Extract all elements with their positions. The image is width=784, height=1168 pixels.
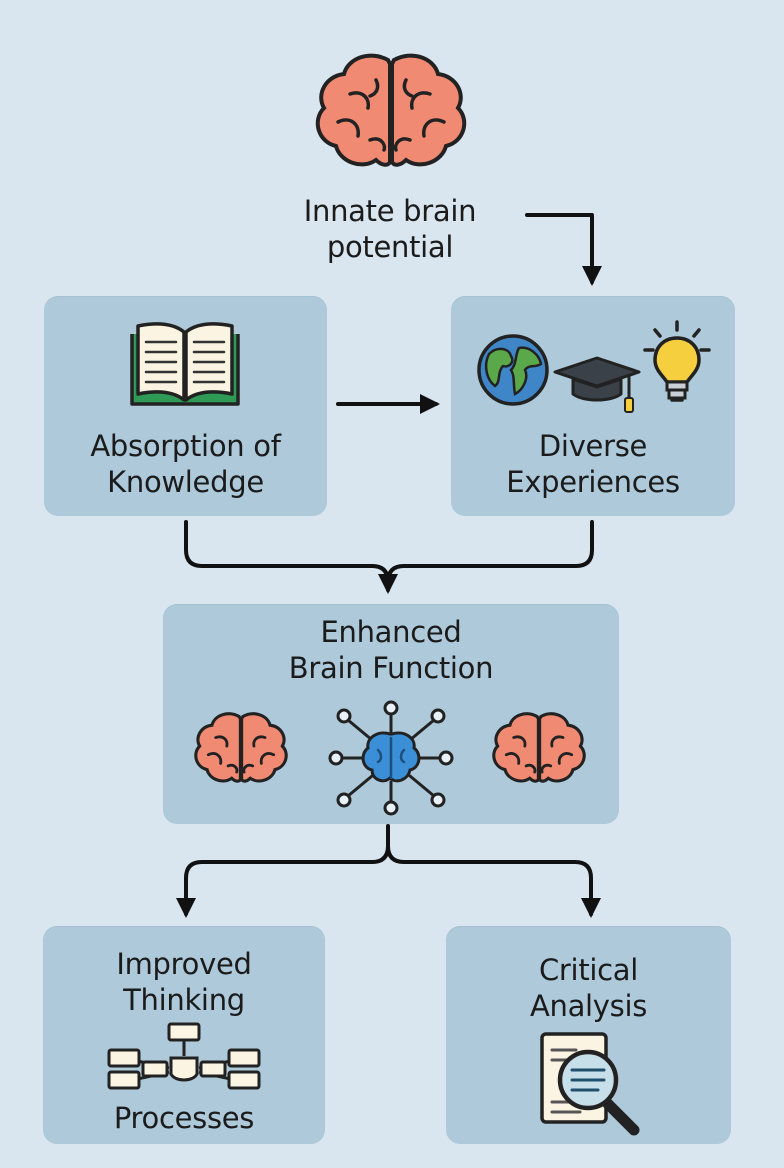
arrow-merge-to-enhanced bbox=[184, 520, 398, 594]
critical-analysis-label: Critical Analysis bbox=[529, 953, 648, 1023]
globe-icon bbox=[475, 332, 551, 408]
flowchart-icon bbox=[103, 1022, 265, 1090]
diverse-experiences-box: Diverse Experiences bbox=[451, 296, 735, 516]
connector-diverse-to-merge bbox=[386, 520, 594, 584]
enhanced-brain-function-label: Enhanced Brain Function bbox=[288, 615, 494, 685]
graduation-cap-icon bbox=[551, 354, 643, 416]
document-magnifier-icon bbox=[536, 1030, 648, 1138]
absorption-of-knowledge-box: Absorption of Knowledge bbox=[44, 296, 327, 516]
enhanced-brain-function-box: Enhanced Brain Function bbox=[163, 604, 619, 824]
innate-brain-potential-label: Innate brain potential bbox=[303, 194, 477, 264]
lightbulb-icon bbox=[641, 320, 713, 410]
connectors bbox=[176, 213, 602, 918]
improved-thinking-label: Improved Thinking bbox=[116, 947, 252, 1017]
arrow-innate-to-diverse bbox=[525, 213, 602, 286]
arrow-enhanced-to-critical bbox=[386, 844, 593, 916]
brain-icon bbox=[489, 710, 589, 786]
diverse-experiences-label: Diverse Experiences bbox=[506, 429, 680, 499]
book-icon bbox=[126, 320, 244, 412]
critical-analysis-box: Critical Analysis bbox=[446, 926, 731, 1144]
brain-icon bbox=[310, 50, 472, 172]
processes-label: Processes bbox=[113, 1101, 255, 1135]
absorption-of-knowledge-label: Absorption of Knowledge bbox=[90, 429, 281, 499]
connector-enhanced-down bbox=[176, 824, 390, 918]
improved-thinking-processes-box: Improved Thinking Processes bbox=[43, 926, 325, 1144]
network-brain-icon bbox=[326, 700, 456, 816]
brain-icon bbox=[191, 710, 291, 786]
